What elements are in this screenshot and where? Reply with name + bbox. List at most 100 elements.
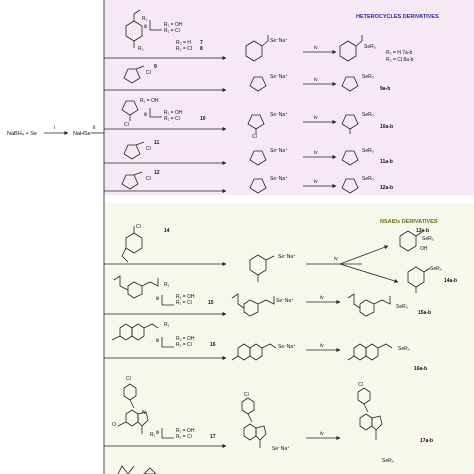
row7-salt: Se⁻Na⁺ <box>270 38 288 44</box>
row11-iv: iv <box>314 150 318 156</box>
arrow-iv-14-up <box>339 245 389 265</box>
partial-structure-bottom <box>117 465 157 474</box>
chlorothiophene-structure <box>121 100 139 121</box>
row9-salt: Se⁻Na⁺ <box>270 74 288 80</box>
row15-conv-bot: R₁ = Cl <box>176 300 192 306</box>
row15-product: 15a-b <box>418 310 432 316</box>
thiophene-product-structure <box>341 76 359 92</box>
row14-product-b: 14a-b <box>444 278 458 284</box>
row16-conv-bot: R₁ = Cl <box>176 342 192 348</box>
acetylsalicyl-product-structure <box>407 266 431 293</box>
bracket-iii-17 <box>161 428 174 439</box>
row16-product: 16a-b <box>414 366 428 372</box>
chlorothiophene-salt-structure <box>247 114 265 134</box>
row15-label: 15 <box>208 300 214 306</box>
row16-r1: R₁ <box>164 322 170 328</box>
row9-label: 9 <box>154 64 157 70</box>
ibuprofen-salt-structure <box>231 293 275 317</box>
row7-opt-a: R₂ = H <box>176 40 191 46</box>
pyridine-salt-structure <box>245 35 269 62</box>
row10-r1: R₁ = OH <box>140 98 159 104</box>
isoxazole-salt-structure <box>249 178 267 194</box>
thiophene-salt-structure <box>249 76 267 92</box>
chlorothiophene-product-structure <box>341 114 359 134</box>
row11-cl: Cl <box>146 146 151 152</box>
row7-r1: R₁ <box>142 16 148 22</box>
row10-salt: Se⁻Na⁺ <box>270 112 288 118</box>
row9-ser: SeR₃ <box>362 74 374 80</box>
isoxazole-product-structure <box>341 178 359 194</box>
row16-salt: Se⁻Na⁺ <box>278 344 296 350</box>
indomethacin-structure <box>117 383 149 434</box>
indomethacin-product-structure <box>357 387 383 440</box>
step-ii-label: ii <box>93 125 96 131</box>
row17-product-cl: Cl <box>358 382 363 388</box>
row7-opt-b: R₂ = Cl <box>176 46 192 52</box>
start-reagents: NaBH₄ + Se <box>7 131 37 137</box>
bracket-iii-10 <box>149 108 162 118</box>
row11-label: 11 <box>154 140 160 146</box>
row14-ser-b: SeR₃ <box>430 266 442 272</box>
row7-iii: iii <box>144 24 148 30</box>
row10-conv-top: R₁ = OH <box>164 110 183 116</box>
row15-conv-top: R₁ = OH <box>176 294 195 300</box>
row10-iv: iv <box>314 115 318 121</box>
row7-product: R₂ = H 7a-b <box>386 50 413 56</box>
row14-salt: Se⁻Na⁺ <box>278 254 296 260</box>
row10-iii: iii <box>144 112 148 118</box>
ibuprofen-product-structure <box>347 293 391 317</box>
row15-ser: SeR₃ <box>396 304 408 310</box>
row16-label: 16 <box>210 342 216 348</box>
row17-conv-top: R₁ = OH <box>176 428 195 434</box>
indomethacin-salt-structure <box>241 397 267 448</box>
nahse-label: NaHSe <box>73 131 91 137</box>
row17-n: N <box>142 410 146 416</box>
row12-ser: SeR₃ <box>362 176 374 182</box>
row17-label: 17 <box>210 434 216 440</box>
row16-iv: iv <box>320 343 324 349</box>
row10-conv-bot: R₁ = Cl <box>164 116 180 122</box>
acetylsalicyl-salt-structure <box>249 254 275 282</box>
bracket-iii-16 <box>161 337 174 348</box>
row12-product: 12a-b <box>380 185 394 191</box>
row14-ser-a: SeR₃ <box>422 236 434 242</box>
row16-conv-top: R₁ = OH <box>176 336 195 342</box>
ibuprofen-structure <box>113 275 159 299</box>
bracket-iii-15 <box>161 295 174 306</box>
row7-conv-top: R₁ = OH <box>164 22 183 28</box>
row10-ser: SeR₃ <box>362 112 374 118</box>
naproxen-product-structure <box>347 343 393 361</box>
row15-salt: Se⁻Na⁺ <box>276 298 294 304</box>
nsaids-heading: NSAIDs DERIVATIVES <box>380 219 438 225</box>
row7-iv: iv <box>314 45 318 51</box>
heterocycles-heading: HETEROCYCLES DERIVATIVES <box>356 14 439 20</box>
row16-iii: iii <box>156 338 160 344</box>
step-i-label: i <box>54 125 56 131</box>
row10-salt-cl: Cl <box>252 134 257 140</box>
arrow-iv-14-down <box>339 263 399 283</box>
salicyl-product-structure <box>399 230 423 252</box>
row12-iv: iv <box>314 179 318 185</box>
row9-cl: Cl <box>146 70 151 76</box>
row15-iv: iv <box>320 295 324 301</box>
row10-product: 10a-b <box>380 124 394 130</box>
row11-salt: Se⁻Na⁺ <box>270 148 288 154</box>
acetylsalicyl-structure <box>121 226 143 263</box>
row9-iv: iv <box>314 77 318 83</box>
bracket-iii-7 <box>149 20 162 31</box>
thiophene-structure <box>123 65 145 84</box>
row17-o: O <box>112 422 116 428</box>
row17-r1: R₁ <box>150 432 156 438</box>
row17-ser: SeR₃ <box>382 458 394 464</box>
row7-label: 7 <box>200 40 203 46</box>
row17-product: 17a-b <box>420 438 434 444</box>
row7-r2: R₂ <box>138 46 144 52</box>
pyridine-product-structure <box>339 35 363 62</box>
row10-cl: Cl <box>124 122 129 128</box>
heterocycles-panel <box>104 0 474 195</box>
row11-ser: SeR₃ <box>362 148 374 154</box>
row8-label: 8 <box>200 46 203 52</box>
furan-salt-structure <box>249 150 267 166</box>
naproxen-salt-structure <box>231 343 277 361</box>
